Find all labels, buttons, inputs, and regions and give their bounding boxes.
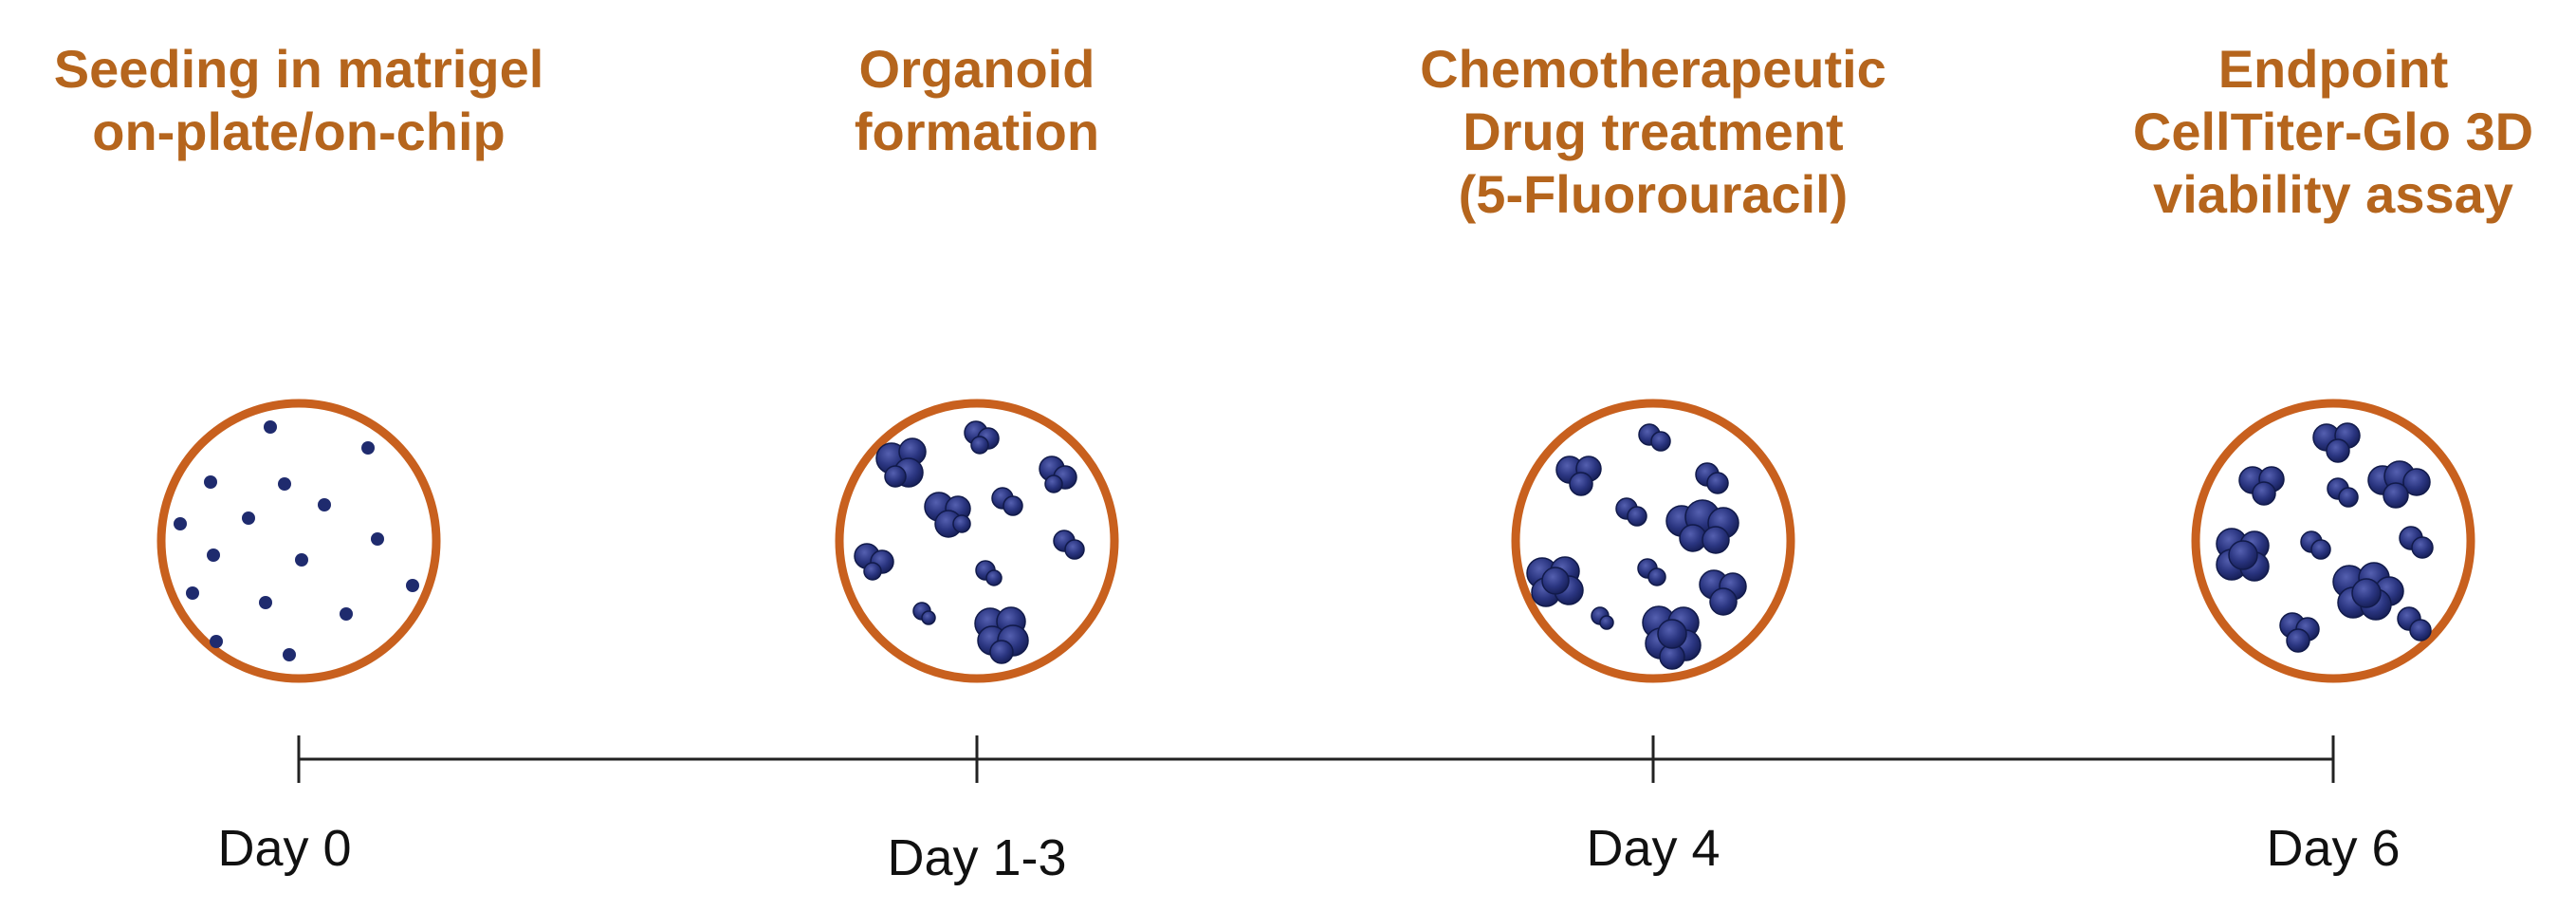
day-label-day-0: Day 0 bbox=[217, 820, 351, 877]
organoid-clusters bbox=[2216, 422, 2434, 653]
well-day-1-3 bbox=[835, 399, 1119, 683]
organoid-clusters bbox=[1526, 423, 1747, 670]
stage-title-organoid-formation: Organoid formation bbox=[854, 39, 1100, 161]
stage-title-drug-treatment: Chemotherapeutic Drug treatment (5-Fluor… bbox=[1420, 39, 1886, 224]
day-label-day-6: Day 6 bbox=[2266, 820, 2400, 877]
well-day-0 bbox=[156, 399, 441, 683]
well-outline bbox=[156, 399, 441, 683]
day-label-day-4: Day 4 bbox=[1586, 820, 1720, 877]
day-label-day-1-3: Day 1-3 bbox=[887, 829, 1066, 886]
stage-title-endpoint-assay: Endpoint CellTiter-Glo 3D viability assa… bbox=[2132, 39, 2534, 224]
organoid-clusters bbox=[854, 420, 1085, 664]
stage-title-seeding: Seeding in matrigel on-plate/on-chip bbox=[53, 39, 544, 161]
seeded-cells bbox=[174, 420, 419, 661]
well-day-4 bbox=[1511, 399, 1795, 683]
timeline bbox=[297, 735, 2335, 783]
well-day-6 bbox=[2191, 399, 2475, 683]
